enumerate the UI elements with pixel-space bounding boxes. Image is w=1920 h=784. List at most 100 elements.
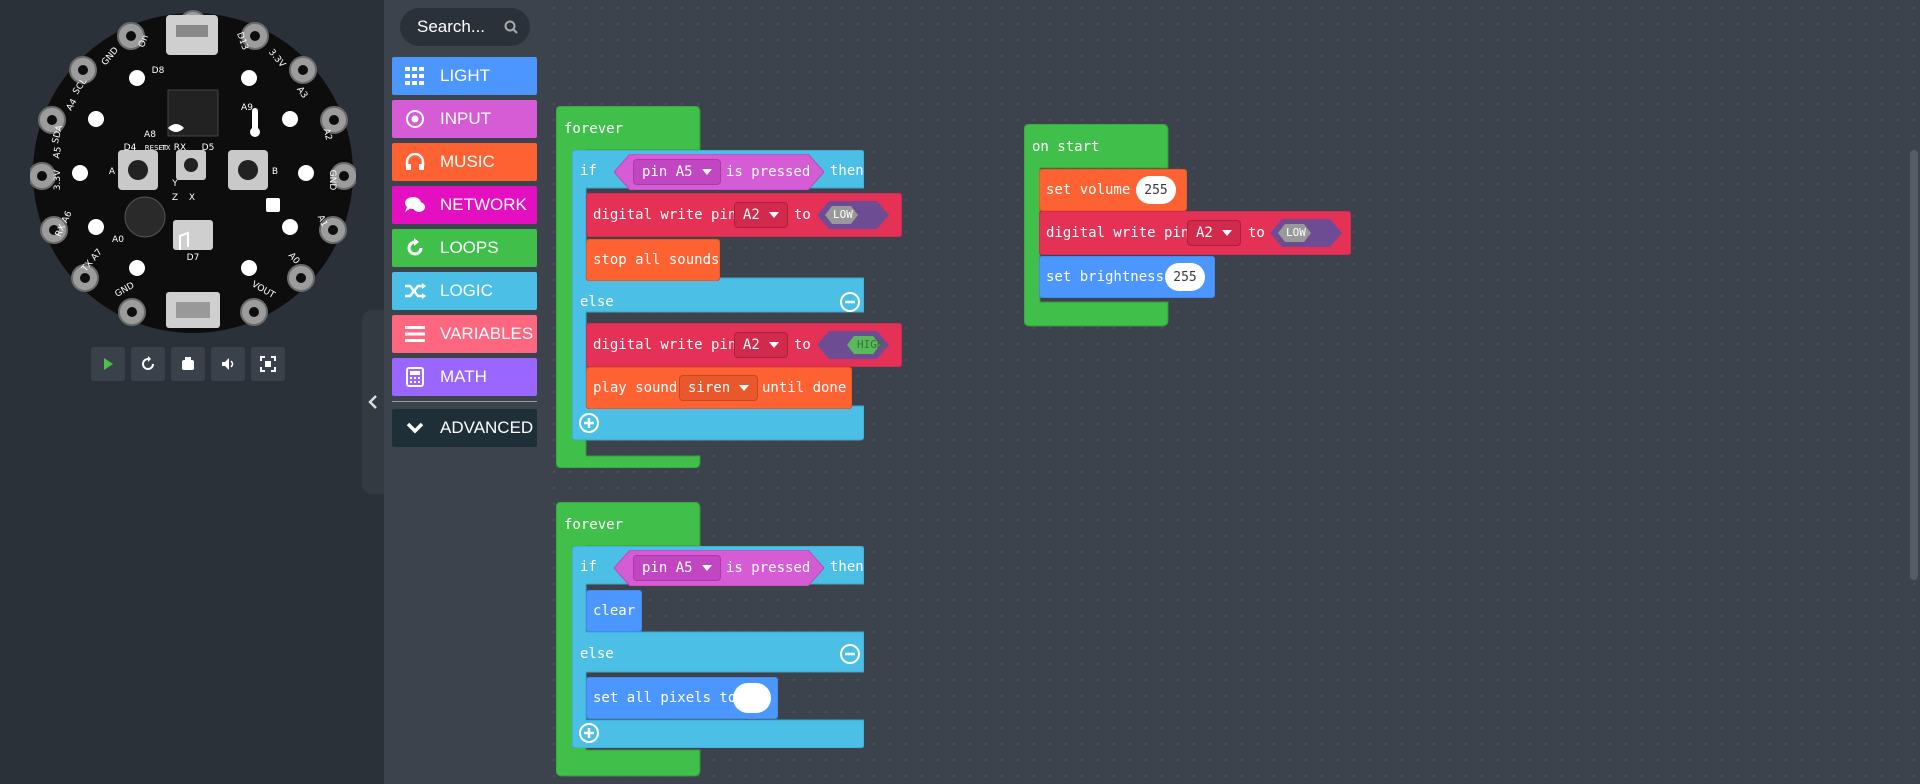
- is-pressed-label: is pressed: [726, 164, 811, 180]
- pin-dropdown[interactable]: pin A5: [633, 555, 721, 581]
- chat-icon: [404, 194, 426, 216]
- digital-write-label: digital write pin: [593, 207, 737, 223]
- label-y: Y: [171, 179, 178, 189]
- category-label: MUSIC: [440, 152, 495, 171]
- set-brightness-label: set brightness: [1046, 269, 1165, 285]
- to-label: to: [1248, 225, 1265, 241]
- category-label: VARIABLES: [440, 324, 534, 343]
- workspace-scrollbar[interactable]: [1910, 150, 1918, 580]
- add-else-if-icon[interactable]: [578, 412, 600, 434]
- circuit-playground-board[interactable]: On D13 D8 GND 3.3V SCL A3 SDA A2 A4 A9 A…: [30, 10, 356, 336]
- category-label: MATH: [440, 367, 487, 386]
- until-done-label: until done: [762, 380, 847, 396]
- simulator-panel: On D13 D8 GND 3.3V SCL A3 SDA A2 A4 A9 A…: [0, 0, 384, 784]
- high-value[interactable]: HIGH: [857, 338, 884, 351]
- to-label: to: [794, 337, 811, 353]
- digital-write-label: digital write pin: [1046, 225, 1190, 241]
- play-button[interactable]: [91, 347, 125, 381]
- label-x: X: [189, 193, 195, 203]
- set-all-pixels-label: set all pixels to: [593, 690, 737, 706]
- grid-icon: [404, 65, 426, 87]
- label-on: On: [137, 34, 151, 49]
- restart-button[interactable]: [131, 347, 165, 381]
- label-a1: A1: [315, 214, 329, 229]
- pin-dropdown[interactable]: A2: [734, 332, 788, 358]
- category-math[interactable]: MATH: [392, 358, 537, 396]
- category-network[interactable]: NETWORK: [392, 186, 537, 224]
- chevron-left-icon: [368, 395, 377, 409]
- category-label: LOOPS: [440, 238, 499, 257]
- target-icon: [404, 108, 426, 130]
- label-a8: A8: [144, 130, 156, 140]
- label-a5: A5: [52, 146, 64, 159]
- if-label: if: [580, 559, 597, 575]
- fullscreen-icon: [260, 356, 276, 372]
- else-label: else: [580, 646, 614, 662]
- pin-dropdown[interactable]: A2: [734, 202, 788, 228]
- temperature-icon: [252, 108, 258, 130]
- category-light[interactable]: LIGHT: [392, 57, 537, 95]
- search-input[interactable]: Search...: [400, 8, 530, 46]
- category-variables[interactable]: VARIABLES: [392, 315, 537, 353]
- label-gnd-right: GND: [327, 170, 337, 191]
- search-icon[interactable]: [504, 20, 518, 34]
- pin-dropdown[interactable]: pin A5: [633, 159, 721, 185]
- label-z: Z: [172, 193, 178, 203]
- forever-label: forever: [564, 517, 624, 533]
- category-logic[interactable]: LOGIC: [392, 272, 537, 310]
- slowmo-button[interactable]: [171, 347, 205, 381]
- label-d4: D4: [124, 143, 137, 153]
- blocks-workspace[interactable]: forever if then else pin A5 is pressed d…: [546, 0, 1920, 784]
- mute-button[interactable]: [211, 347, 245, 381]
- label-3v3-left: 3.3V: [53, 169, 63, 190]
- fullscreen-button[interactable]: [251, 347, 285, 381]
- volume-value[interactable]: 255: [1136, 176, 1176, 204]
- category-label: INPUT: [440, 109, 491, 128]
- toolbox-divider: [392, 401, 537, 402]
- sound-dropdown[interactable]: siren: [679, 375, 759, 401]
- category-label: LIGHT: [440, 66, 491, 85]
- category-music[interactable]: MUSIC: [392, 143, 537, 181]
- category-loops[interactable]: LOOPS: [392, 229, 537, 267]
- label-reset: RESET: [145, 144, 168, 152]
- if-label: if: [580, 163, 597, 179]
- light-sensor-icon: [168, 124, 184, 132]
- brightness-value[interactable]: 255: [1165, 263, 1205, 291]
- category-label: LOGIC: [440, 281, 493, 300]
- label-d7: D7: [187, 253, 200, 263]
- remove-else-icon[interactable]: [839, 291, 861, 313]
- play-sound-label: play sound: [593, 380, 678, 396]
- label-d8: D8: [152, 66, 165, 76]
- play-icon: [104, 358, 113, 370]
- set-volume-label: set volume: [1046, 182, 1131, 198]
- remove-else-icon[interactable]: [839, 643, 861, 665]
- pixel-color-picker[interactable]: [733, 683, 771, 713]
- ir-icon: [266, 198, 280, 212]
- label-rx: RX: [174, 143, 186, 153]
- music-note-icon: [179, 231, 189, 250]
- category-label: NETWORK: [440, 195, 527, 214]
- headphones-icon: [404, 151, 426, 173]
- label-tx: TX: [160, 144, 170, 152]
- list-icon: [404, 323, 426, 345]
- slowmo-icon: [182, 357, 194, 370]
- label-a: A: [109, 167, 116, 177]
- category-advanced[interactable]: ADVANCED: [392, 409, 537, 447]
- collapse-simulator-button[interactable]: [362, 310, 384, 494]
- restart-icon: [142, 356, 154, 370]
- else-label: else: [580, 294, 614, 310]
- to-label: to: [794, 207, 811, 223]
- forever-label: forever: [564, 121, 624, 137]
- label-b: B: [272, 167, 278, 177]
- digital-write-label: digital write pin: [593, 337, 737, 353]
- on-start-label: on start: [1032, 139, 1100, 155]
- clear-label: clear: [593, 603, 636, 619]
- label-a0-left: A0: [112, 235, 124, 245]
- label-sda: SDA: [51, 123, 66, 144]
- low-value[interactable]: LOW: [833, 208, 853, 221]
- pin-dropdown[interactable]: A2: [1187, 220, 1241, 246]
- category-input[interactable]: INPUT: [392, 100, 537, 138]
- add-else-if-icon[interactable]: [578, 722, 600, 744]
- low-value[interactable]: LOW: [1286, 226, 1306, 239]
- label-d5: D5: [202, 143, 215, 153]
